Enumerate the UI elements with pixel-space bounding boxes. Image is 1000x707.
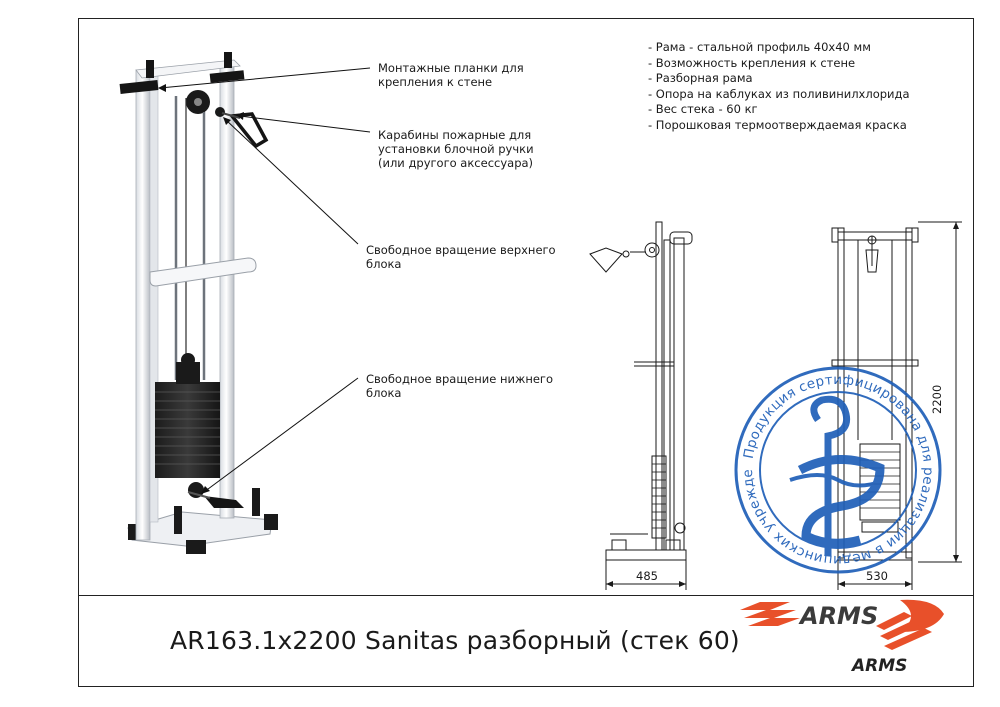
spec-list: - Рама - стальной профиль 40x40 мм - Воз…	[648, 40, 910, 133]
side-view	[589, 221, 693, 590]
callout-line: блока	[366, 386, 402, 400]
callout-lower-pulley: Свободное вращение нижнего блока	[366, 372, 553, 400]
document-title: AR163.1x2200 Sanitas разборный (стек 60)	[170, 626, 740, 655]
callout-line: (или другого аксессуара)	[378, 156, 534, 170]
brand-logo-small: ARMS	[850, 612, 932, 676]
callout-line: Карабины пожарные для	[378, 128, 532, 142]
brand-name-large: ARMS	[798, 602, 878, 630]
title-block-divider	[78, 595, 974, 596]
spec-item: - Порошковая термоотверждаемая краска	[648, 117, 907, 132]
callout-mounting-plates: Монтажные планки для крепления к стене	[378, 61, 524, 89]
brand-name-small: ARMS	[850, 656, 907, 676]
drawing-frame	[78, 18, 974, 687]
callout-line: блока	[366, 257, 402, 271]
callout-line: Свободное вращение верхнего	[366, 243, 556, 257]
callout-line: крепления к стене	[378, 75, 493, 89]
dimension-width: 530	[866, 569, 888, 583]
spec-item: - Опора на каблуках из поливинилхлорида	[648, 86, 910, 101]
callout-line: установки блочной ручки	[378, 142, 534, 156]
spec-item: - Разборная рама	[648, 71, 753, 85]
spec-item: - Вес стека - 60 кг	[648, 102, 758, 116]
dimension-depth: 485	[636, 569, 658, 583]
spec-item: - Рама - стальной профиль 40x40 мм	[648, 40, 871, 54]
callout-carabiners: Карабины пожарные для установки блочной …	[378, 128, 534, 170]
callout-line: Свободное вращение нижнего	[366, 372, 553, 386]
machine-render	[119, 52, 278, 554]
callout-leaders	[158, 67, 371, 494]
dimension-height: 2200	[930, 384, 944, 414]
spec-item: - Возможность крепления к стене	[648, 55, 856, 70]
callout-upper-pulley: Свободное вращение верхнего блока	[366, 243, 556, 271]
callout-line: Монтажные планки для	[378, 61, 524, 75]
